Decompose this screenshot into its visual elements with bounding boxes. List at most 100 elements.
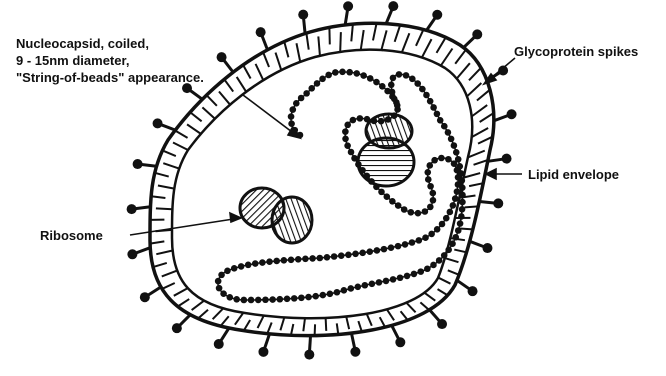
nucleocapsid-bead — [348, 285, 355, 292]
nucleocapsid-bead — [245, 262, 252, 269]
nucleocapsid-bead — [390, 75, 397, 82]
nucleocapsid-bead — [334, 289, 341, 296]
nucleocapsid-bead — [459, 199, 466, 206]
spike-head — [502, 154, 512, 164]
spike-stalk — [392, 325, 399, 339]
nucleocapsid-bead — [327, 291, 334, 298]
spike-stalk — [147, 287, 160, 296]
membrane-tick — [460, 229, 473, 230]
nucleocapsid-bead — [434, 226, 441, 233]
spike-head — [472, 29, 482, 39]
nucleocapsid-bead — [388, 244, 395, 251]
spike-head — [217, 52, 227, 62]
nucleocapsid-bead — [431, 157, 438, 164]
nucleocapsid-bead — [426, 162, 433, 169]
nucleocapsid-bead — [293, 100, 300, 107]
nucleocapsid-bead — [443, 215, 450, 222]
nucleocapsid-bead — [308, 85, 315, 92]
nucleocapsid-label-line2: 9 - 15nm diameter, — [16, 53, 129, 68]
spike-head — [350, 347, 360, 357]
nucleocapsid-bead — [344, 122, 351, 129]
nucleocapsid-bead — [305, 294, 312, 301]
nucleocapsid-bead — [383, 278, 390, 285]
nucleocapsid-bead — [376, 279, 383, 286]
membrane-tick — [326, 318, 327, 331]
nucleocapsid-bead — [434, 111, 441, 118]
nucleocapsid-bead — [353, 70, 360, 77]
nucleocapsid-bead — [455, 156, 462, 163]
nucleocapsid-bead — [284, 296, 291, 303]
nucleocapsid-label-line1: Nucleocapsid, coiled, — [16, 36, 149, 51]
nucleocapsid-bead — [429, 190, 436, 197]
nucleocapsid-bead — [430, 262, 437, 269]
spike-stalk — [135, 207, 151, 209]
nucleocapsid-bead — [226, 294, 233, 301]
spike-stalk — [351, 333, 354, 349]
nucleocapsid-bead — [451, 142, 458, 149]
nucleocapsid-bead — [455, 227, 462, 234]
spike-stalk — [262, 35, 268, 50]
nucleocapsid-bead — [436, 257, 443, 264]
nucleocapsid-bead — [390, 276, 397, 283]
ribosome-label: Ribosome — [40, 228, 103, 243]
nucleocapsid-bead — [339, 68, 346, 75]
nucleocapsid-bead — [320, 292, 327, 299]
nucleocapsid-bead — [324, 254, 331, 261]
nucleocapsid-bead — [408, 209, 415, 216]
nucleocapsid-bead — [430, 197, 437, 204]
spike-stalk — [220, 328, 229, 341]
spike-stalk — [135, 248, 150, 254]
nucleocapsid-bead — [216, 285, 223, 292]
spike-head — [127, 204, 137, 214]
nucleocapsid-bead — [397, 274, 404, 281]
spike-stalk — [429, 310, 440, 322]
nucleocapsid-bead — [332, 69, 339, 76]
nucleocapsid-bead — [266, 258, 273, 265]
membrane-tick — [156, 208, 172, 209]
spike-stalk — [223, 60, 233, 73]
nucleocapsid-bead — [384, 193, 391, 200]
nucleocapsid-bead — [289, 106, 296, 113]
nucleocapsid-bead — [422, 208, 429, 215]
nucleocapsid-bead — [402, 241, 409, 248]
spike-stalk — [494, 115, 509, 121]
nucleocapsid-bead — [360, 72, 367, 79]
spike-head — [388, 1, 398, 11]
nucleocapsid-bead — [450, 202, 457, 209]
nucleocapsid-bead — [291, 295, 298, 302]
nucleocapsid-bead — [449, 240, 456, 247]
nucleocapsid-bead — [409, 239, 416, 246]
nucleocapsid-bead — [220, 290, 227, 297]
nucleocapsid-bead — [350, 117, 357, 124]
spike-head — [256, 27, 266, 37]
nucleocapsid-bead — [395, 243, 402, 250]
spike-stalk — [470, 241, 485, 247]
nucleocapsid-bead — [255, 297, 262, 304]
nucleocapsid-bead — [452, 195, 459, 202]
nucleocapsid-bead — [388, 82, 395, 89]
nucleocapsid-bead — [424, 169, 431, 176]
glycoprotein-label: Glycoprotein spikes — [514, 44, 638, 59]
nucleocapsid-bead — [359, 249, 366, 256]
nucleocapsid-bead — [453, 149, 460, 156]
nucleocapsid-bead — [427, 204, 434, 211]
nucleocapsid-bead — [345, 251, 352, 258]
nucleocapsid-bead — [341, 287, 348, 294]
spike-head — [140, 292, 150, 302]
nucleocapsid-bead — [298, 294, 305, 301]
nucleocapsid-bead — [342, 128, 349, 135]
nucleocapsid-bead — [325, 72, 332, 79]
spike-head — [298, 10, 308, 20]
spike-head — [304, 350, 314, 360]
nucleocapsid-bead — [414, 80, 421, 87]
nucleocapsid-bead — [298, 95, 305, 102]
nucleocapsid-bead — [389, 89, 396, 96]
nucleocapsid-bead — [233, 296, 240, 303]
nucleocapsid-bead — [295, 256, 302, 263]
nucleocapsid-bead — [427, 98, 434, 105]
nucleocapsid-bead — [445, 246, 452, 253]
spike-head — [133, 159, 143, 169]
nucleocapsid-bead — [419, 86, 426, 93]
nucleocapsid-bead — [302, 256, 309, 263]
spike-stalk — [386, 9, 392, 24]
